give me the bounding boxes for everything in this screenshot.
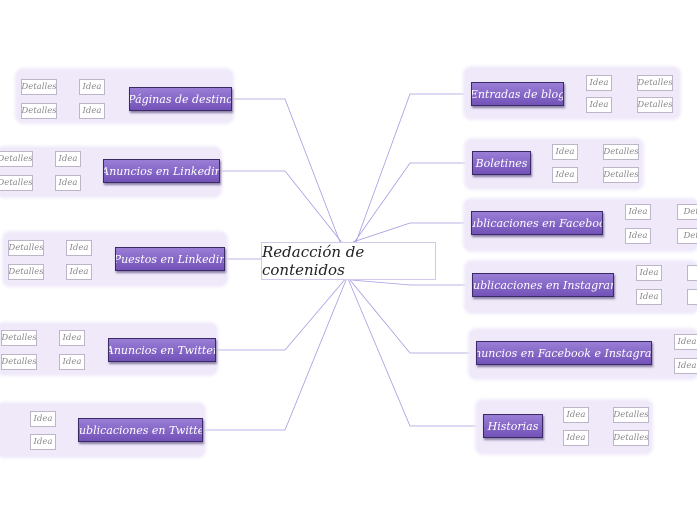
idea-node[interactable]: Idea bbox=[636, 289, 662, 305]
topic-connector bbox=[348, 279, 483, 427]
central-topic[interactable]: Redacción de contenidos bbox=[261, 242, 436, 280]
topic-node[interactable]: Publicaciones en Twitter bbox=[78, 418, 203, 442]
topic-node[interactable]: Puestos en Linkedin bbox=[115, 247, 225, 271]
detail-node[interactable]: Detalles bbox=[21, 79, 57, 95]
detail-node[interactable]: Detalles bbox=[21, 103, 57, 119]
topic-connector bbox=[349, 279, 476, 354]
topic-connector bbox=[220, 170, 342, 243]
idea-node[interactable]: Idea bbox=[552, 144, 578, 160]
topic-node[interactable]: Páginas de destino bbox=[129, 87, 232, 111]
idea-node[interactable]: Idea bbox=[55, 175, 81, 191]
topic-connector bbox=[232, 98, 341, 243]
topic-node[interactable]: Anuncios en Twitter bbox=[108, 338, 216, 362]
topic-connector bbox=[352, 222, 471, 243]
detail-node[interactable]: Detalles bbox=[1, 354, 37, 370]
idea-node[interactable]: Idea bbox=[552, 167, 578, 183]
detail-node[interactable]: Detalles bbox=[603, 144, 639, 160]
detail-node[interactable]: Detal bbox=[677, 204, 697, 220]
detail-node[interactable]: Detal bbox=[677, 228, 697, 244]
detail-node[interactable]: Detalles bbox=[613, 430, 649, 446]
topic-connector bbox=[354, 162, 472, 243]
topic-node[interactable]: Historias bbox=[483, 414, 543, 438]
topic-node[interactable]: Anuncios en Facebook e Instagram bbox=[476, 341, 652, 365]
idea-node[interactable]: Idea bbox=[636, 265, 662, 281]
idea-node[interactable]: Idea bbox=[66, 240, 92, 256]
detail-node[interactable]: D bbox=[687, 265, 697, 281]
topic-connector bbox=[355, 93, 471, 243]
idea-node[interactable]: Idea bbox=[625, 204, 651, 220]
detail-node[interactable]: Detalles bbox=[1, 330, 37, 346]
idea-node[interactable]: Idea bbox=[59, 330, 85, 346]
idea-node[interactable]: Idea bbox=[55, 151, 81, 167]
idea-node[interactable]: Idea bbox=[30, 434, 56, 450]
detail-node[interactable]: Detalles bbox=[0, 151, 33, 167]
detail-node[interactable]: Detalles bbox=[613, 407, 649, 423]
idea-node[interactable]: Idea bbox=[79, 103, 105, 119]
topic-node[interactable]: Anuncios en Linkedin bbox=[103, 159, 220, 183]
topic-node[interactable]: Publicaciones en Instagram bbox=[472, 273, 614, 297]
idea-node[interactable]: Idea bbox=[563, 430, 589, 446]
detail-node[interactable]: Detalles bbox=[8, 264, 44, 280]
idea-node[interactable]: Idea bbox=[79, 79, 105, 95]
detail-node[interactable]: Detalles bbox=[637, 75, 673, 91]
topic-node[interactable]: Publicaciones en Facebook bbox=[471, 211, 603, 235]
idea-node[interactable]: Idea bbox=[59, 354, 85, 370]
topic-connector bbox=[203, 279, 347, 431]
detail-node[interactable]: D bbox=[687, 289, 697, 305]
idea-node[interactable]: Idea bbox=[625, 228, 651, 244]
idea-node[interactable]: Idea bbox=[586, 97, 612, 113]
detail-node[interactable]: Detalles bbox=[637, 97, 673, 113]
idea-node[interactable]: Idea bbox=[586, 75, 612, 91]
idea-node[interactable]: Idea bbox=[674, 334, 697, 350]
topic-node[interactable]: Boletines bbox=[472, 151, 531, 175]
detail-node[interactable]: Detalles bbox=[603, 167, 639, 183]
idea-node[interactable]: Idea bbox=[30, 411, 56, 427]
topic-connector bbox=[216, 279, 345, 351]
detail-node[interactable]: Detalles bbox=[8, 240, 44, 256]
topic-connector bbox=[351, 279, 472, 286]
idea-node[interactable]: Idea bbox=[563, 407, 589, 423]
idea-node[interactable]: Idea bbox=[66, 264, 92, 280]
detail-node[interactable]: Detalles bbox=[0, 175, 33, 191]
topic-node[interactable]: Entradas de blog bbox=[471, 82, 564, 106]
idea-node[interactable]: Idea bbox=[674, 358, 697, 374]
